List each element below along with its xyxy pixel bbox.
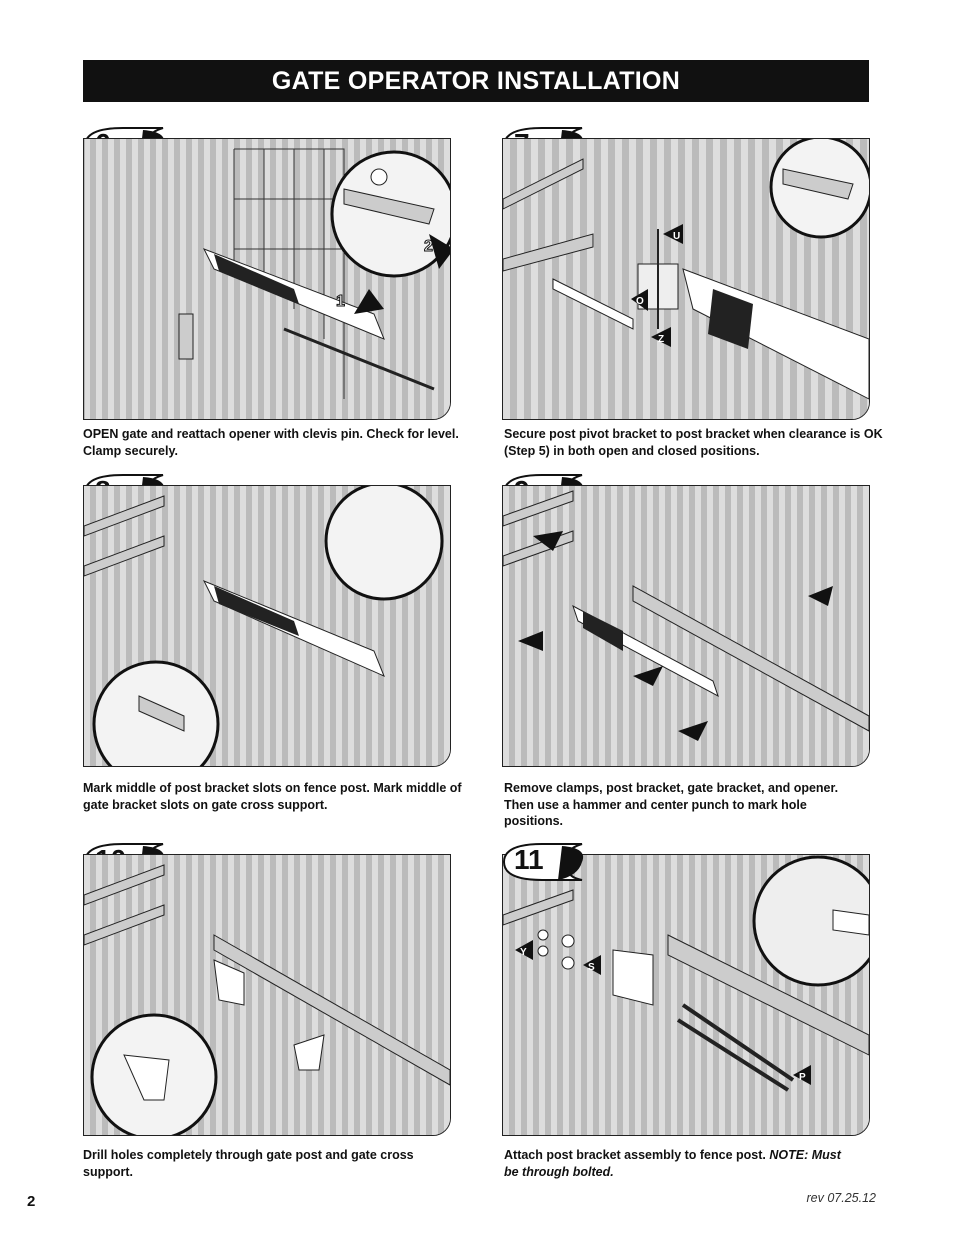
step-number: 11 xyxy=(514,844,544,875)
callout-P: P xyxy=(799,1072,806,1083)
callout-Y: Y xyxy=(520,947,527,958)
page-title: GATE OPERATOR INSTALLATION xyxy=(83,60,869,102)
illustration-step-11: Y S P xyxy=(502,854,870,1136)
callout-O: O xyxy=(636,296,644,307)
page-number: 2 xyxy=(27,1193,36,1210)
step-10-caption: Drill holes completely through gate post… xyxy=(83,1148,414,1179)
callout-1: 1 xyxy=(336,293,345,310)
revision-date: rev 07.25.12 xyxy=(806,1191,877,1205)
illustration-step-10 xyxy=(83,854,451,1136)
step-number-badge: 11 xyxy=(502,840,592,884)
step-9-caption: Remove clamps, post bracket, gate bracke… xyxy=(504,781,839,828)
step-11-caption-text: Attach post bracket assembly to fence po… xyxy=(504,1148,766,1162)
step-7-caption: Secure post pivot bracket to post bracke… xyxy=(504,427,883,458)
illustration-step-7: U O Z xyxy=(502,138,870,420)
illustration-step-6: 1 2 xyxy=(83,138,451,420)
callout-Z: Z xyxy=(658,334,664,345)
step-11-caption: Attach post bracket assembly to fence po… xyxy=(504,1147,854,1180)
step-11-note: NOTE: Must be through bolted. xyxy=(504,1148,841,1179)
illustration-step-8 xyxy=(83,485,451,767)
step-6-caption: OPEN gate and reattach opener with clevi… xyxy=(83,427,459,458)
callout-S: S xyxy=(588,962,595,973)
step-8-caption: Mark middle of post bracket slots on fen… xyxy=(83,781,462,812)
illustration-step-9 xyxy=(502,485,870,767)
callout-2: 2 xyxy=(424,238,433,255)
callout-U: U xyxy=(673,231,680,242)
